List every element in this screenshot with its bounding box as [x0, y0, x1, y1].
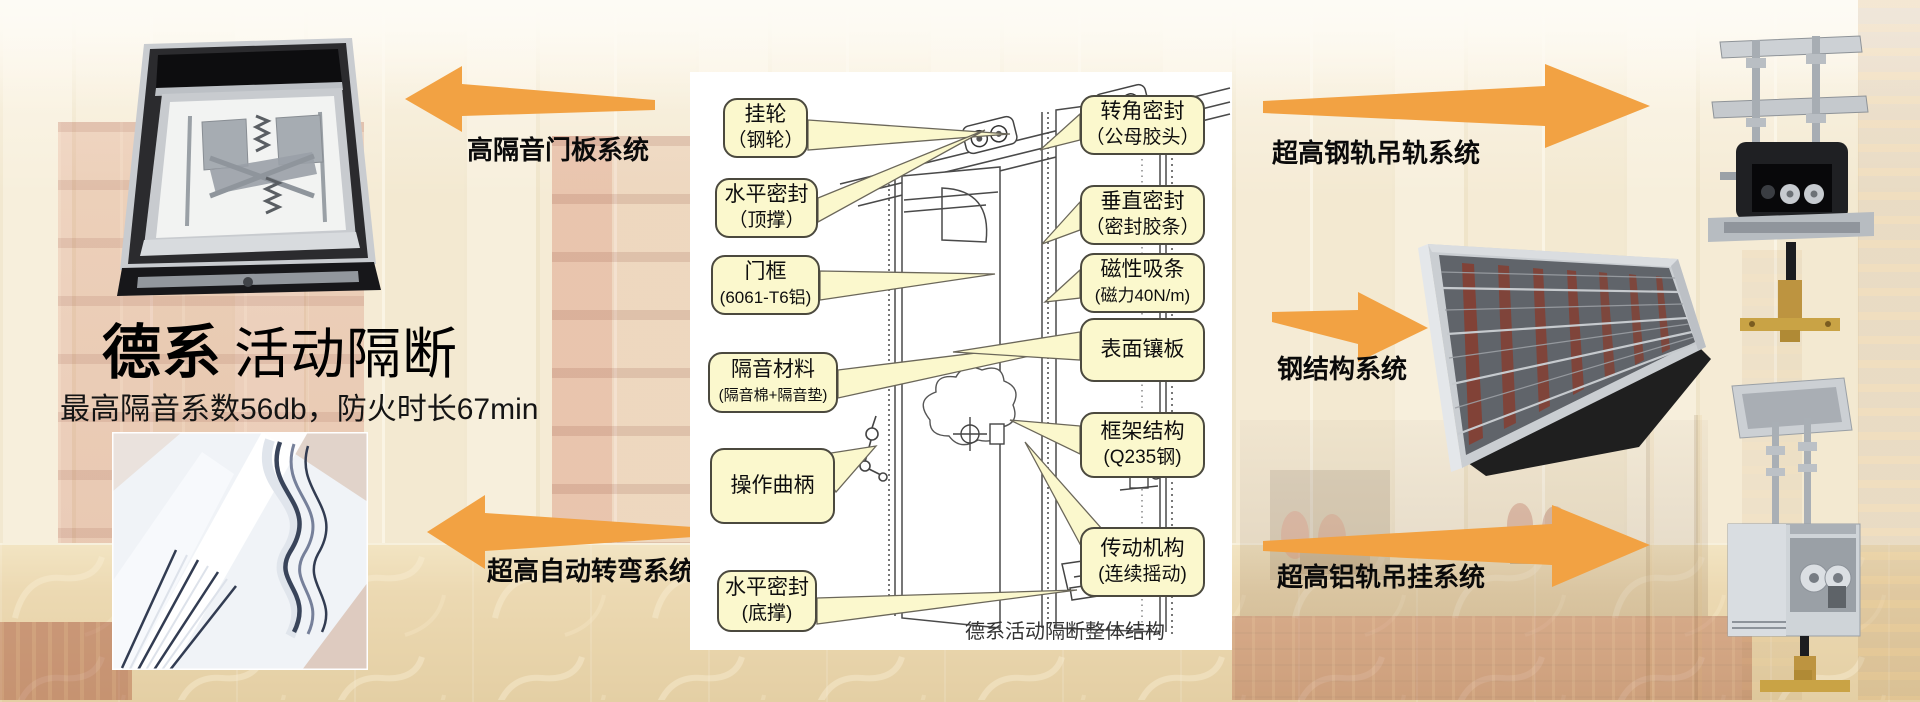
- callout-transmission: 传动机构 (连续摇动): [1080, 527, 1205, 597]
- callout-door-frame: 门框 (6061-T6铝): [711, 255, 820, 315]
- background-red-partition-mid: [552, 136, 692, 548]
- callout-vertical-seal: 垂直密封 （密封胶条）: [1080, 185, 1205, 245]
- callout-hanging-wheel: 挂轮 （钢轮）: [723, 98, 808, 158]
- diagram-caption: 德系活动隔断整体结构: [965, 621, 1165, 643]
- diagram-panel: 挂轮 （钢轮） 水平密封 （顶撑） 门框 (6061-T6铝) 隔音材料 (隔音…: [690, 72, 1232, 650]
- feature-label-alum-rail: 超高铝轨吊挂系统: [1277, 562, 1486, 592]
- callout-horizontal-seal-top: 水平密封 （顶撑）: [715, 178, 818, 238]
- callout-sound-insulation: 隔音材料 (隔音棉+隔音垫): [708, 352, 838, 413]
- feature-label-auto-turning: 超高自动转弯系统: [487, 556, 696, 586]
- feature-label-steel-rail: 超高钢轨吊轨系统: [1272, 138, 1481, 168]
- background-red-carpet-right: [1232, 616, 1752, 700]
- callout-frame-structure: 框架结构 (Q235钢): [1080, 412, 1205, 478]
- photo-steel-truss: [1418, 244, 1711, 476]
- callout-operating-crank: 操作曲柄: [710, 448, 835, 524]
- background-gold-partition-edge: [1646, 415, 1702, 700]
- page-title: 德系活动隔断: [102, 305, 458, 390]
- photo-alum-rail-hanger: [1727, 377, 1861, 692]
- callout-surface-panel: 表面镶板: [1080, 318, 1205, 382]
- callout-magnetic-strip: 磁性吸条 (磁力40N/m): [1080, 253, 1205, 313]
- callout-horizontal-seal-bottom: 水平密封 (底撑): [717, 570, 817, 632]
- title-brand: 德系: [102, 320, 223, 386]
- background-wine-wall-right: [1858, 0, 1920, 700]
- background-red-carpet-left: [0, 622, 132, 700]
- title-product: 活动隔断: [234, 323, 459, 385]
- callout-corner-seal: 转角密封 （公母胶头）: [1080, 95, 1205, 155]
- photo-steel-rail-hanger: [1708, 35, 1874, 342]
- feature-label-door-panel: 高隔音门板系统: [467, 135, 650, 165]
- photo-aluminium-profiles: [112, 432, 368, 670]
- photo-door-top-mechanism: [117, 38, 381, 296]
- subtitle: 最高隔音系数56db，防火时长67min: [60, 393, 539, 426]
- feature-label-steel-structure: 钢结构系统: [1277, 354, 1408, 384]
